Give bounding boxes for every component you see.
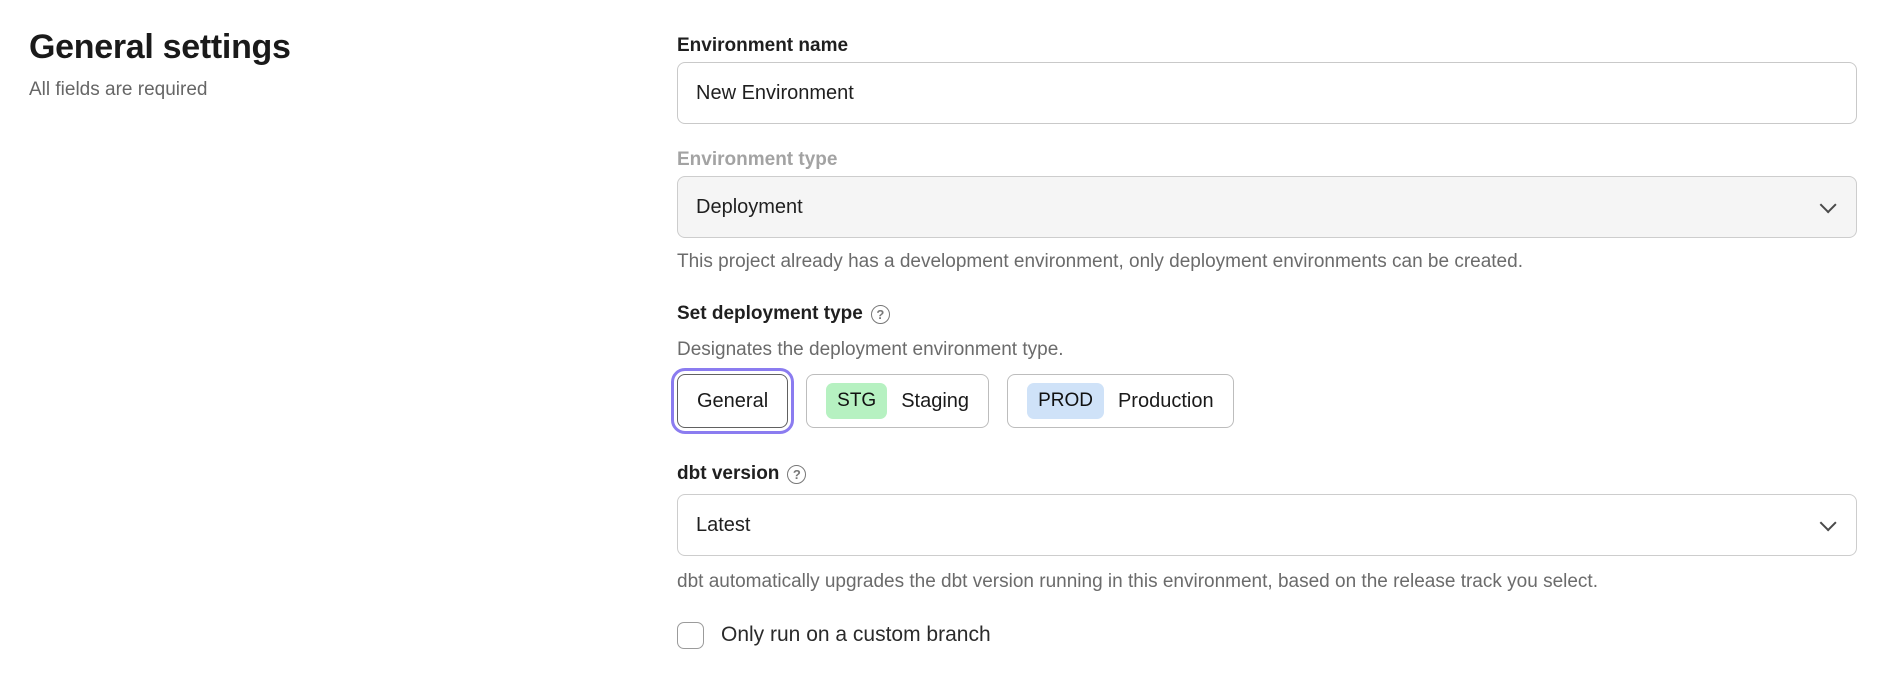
question-circle-icon[interactable]: ? [787,464,807,484]
production-button-label: Production [1117,389,1214,412]
question-circle-icon[interactable]: ? [870,304,890,324]
dbt-version-helper: dbt automatically upgrades the dbt versi… [677,571,1598,592]
deployment-type-production-button[interactable]: PROD Production [1007,374,1234,428]
deployment-type-staging-button[interactable]: STG Staging [806,374,990,428]
environment-name-label: Environment name [677,35,849,56]
page-subtitle: All fields are required [29,79,208,100]
general-button-label: General [697,389,769,412]
custom-branch-row: Only run on a custom branch [677,620,1857,650]
dbt-version-value: Latest [696,513,751,536]
deployment-type-options: General STG Staging PROD Production [670,368,1857,434]
environment-settings-form: Environment name Environment type Deploy… [670,28,1857,650]
page-title: General settings [29,28,291,66]
dbt-version-label: dbt version [677,463,780,484]
environment-name-input[interactable] [677,62,1857,124]
staging-badge: STG [826,383,888,419]
chevron-down-icon [1819,514,1837,532]
dbt-version-select[interactable]: Latest [677,494,1857,556]
settings-header: General settings All fields are required [29,28,549,101]
environment-type-select: Deployment [677,176,1857,238]
deployment-type-general-button[interactable]: General [670,368,795,434]
chevron-down-icon [1819,196,1837,214]
staging-button-label: Staging [901,389,970,412]
environment-type-value: Deployment [696,195,803,218]
deployment-type-label: Set deployment type [677,303,863,324]
environment-type-helper: This project already has a development e… [677,251,1523,272]
custom-branch-label[interactable]: Only run on a custom branch [721,623,991,646]
production-badge: PROD [1027,383,1104,419]
dbt-version-label-row: dbt version ? [677,462,1857,486]
deployment-type-description: Designates the deployment environment ty… [677,339,1064,360]
deployment-type-label-row: Set deployment type ? [677,302,1857,326]
environment-type-label: Environment type [677,149,838,170]
custom-branch-checkbox[interactable] [677,621,704,649]
